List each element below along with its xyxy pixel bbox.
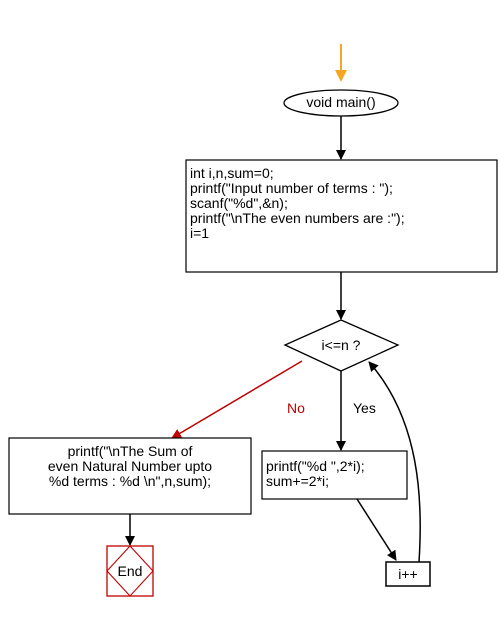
arrow-body-to-increment: [356, 498, 397, 561]
init-line: printf("Input number of terms : ");: [190, 180, 393, 196]
loop-body-line: printf("%d ",2*i);: [266, 458, 365, 474]
start-label: void main(): [306, 94, 376, 110]
end-terminal: [106, 545, 154, 597]
yes-branch-label: Yes: [353, 400, 376, 416]
output-block-text: printf("\nThe Sum of even Natural Number…: [11, 444, 249, 489]
no-branch-label: No: [287, 400, 305, 416]
loop-body-text: printf("%d ",2*i); sum+=2*i;: [266, 459, 365, 489]
init-line: int i,n,sum=0;: [190, 165, 274, 181]
end-label: End: [117, 563, 143, 579]
init-line: printf("\nThe even numbers are :");: [190, 210, 405, 226]
arrow-loop-back: [368, 361, 421, 563]
increment-block: [385, 561, 431, 587]
output-line: printf("\nThe Sum of: [67, 443, 193, 459]
loop-body-block: [261, 450, 408, 500]
init-line: scanf("%d",&n);: [190, 195, 288, 211]
increment-label: i++: [398, 566, 418, 582]
condition-label: i<=n ?: [321, 337, 361, 353]
loop-body-line: sum+=2*i;: [266, 473, 330, 489]
init-block: [185, 159, 498, 273]
init-block-text: int i,n,sum=0; printf("Input number of t…: [190, 166, 405, 241]
output-line: %d terms : %d \n",n,sum);: [48, 473, 212, 489]
arrow-no-branch: [171, 360, 303, 439]
init-line: i=1: [190, 225, 210, 241]
output-line: even Natural Number upto: [47, 458, 213, 474]
